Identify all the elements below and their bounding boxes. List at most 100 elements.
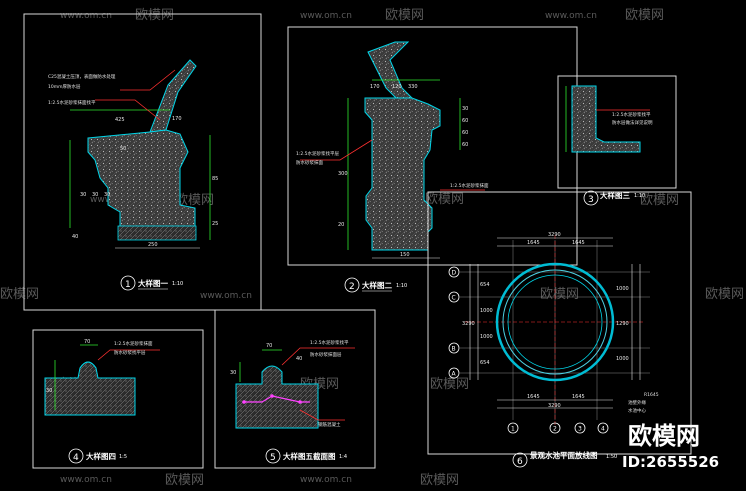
axis-bubble-3 [574,422,586,434]
detail-2-note: 防水砂浆抹面 [296,159,323,166]
detail-1-dim: 25 [212,221,218,227]
detail-1-number: 1 [125,280,131,290]
axis-bubble-4 [597,422,609,434]
wm-site: www.om.cn [200,291,252,301]
detail-2-frame [287,26,578,266]
wm-brand: 欧模网 [165,473,204,488]
axis-label-1: 1 [511,426,515,433]
detail-1-dim: 30 [80,192,86,198]
detail-6-top-total: 3290 [548,232,561,238]
detail-1-dim: 40 [72,234,78,240]
detail-5-dim: 30 [230,370,236,376]
detail-2-title: 大样图二 [362,280,392,290]
detail-5-dim: 40 [296,356,302,362]
detail-1-leader [120,69,176,91]
detail-5-note: 1:2.5水泥砂浆找平 [310,339,349,346]
detail-3-note: 1:2.5水泥砂浆找平 [612,111,651,118]
wm-site: www.om.cn [300,11,352,21]
axis-bubble-b [448,342,460,354]
wm-brand: 欧模网 [135,8,174,23]
detail-6-number-ring [512,452,528,468]
wm-brand: 欧模网 [420,473,459,488]
detail-6-bottom-dim: 1645 [572,394,585,400]
detail-5: 70 30 40 1:2.5水泥砂浆找平 防水砂浆抹面层 钢筋混凝土 5 大样图… [214,309,376,469]
detail-6-title: 景观水池平面放线图 [530,450,598,460]
detail-6-left-total: 3290 [462,321,475,327]
detail-3-number: 3 [588,195,594,205]
detail-6-left-dim: 654 [480,360,490,366]
detail-2-number: 2 [349,282,355,292]
detail-4-number-ring [68,448,84,464]
detail-5-leader [299,409,345,421]
detail-4: 70 30 1:2.5水泥砂浆抹面 防水砂浆找平层 4 大样图四 1:5 [32,329,204,469]
detail-6-left-dim: 654 [480,282,490,288]
wm-site: www.om.cn [300,475,352,485]
wm-site: www.om.cn [545,11,597,21]
detail-1-dim: 30 [92,192,98,198]
detail-2-dim: 30 [462,106,468,112]
detail-2-dim: 60 [462,118,468,124]
axis-bubble-2 [549,422,561,434]
detail-2-note: 1:2.5水泥砂浆找平层 [296,150,340,157]
axis-bubble-d [448,266,460,278]
detail-6-right-dim: 1000 [616,286,629,292]
detail-5-frame [214,309,376,469]
detail-1-dim: 170 [172,116,182,122]
detail-1-footing [117,225,197,241]
detail-1-dim: 250 [148,242,158,248]
detail-2-scale: 1:10 [396,283,407,289]
detail-6: 1645 1645 3290 1645 1645 3290 654 1000 1… [427,191,692,468]
detail-5-number-ring [265,448,281,464]
detail-6-top-dim: 1645 [572,240,585,246]
wm-brand: 欧模网 [0,287,39,302]
detail-3-scale: 1:10 [634,193,645,199]
wm-brand: 欧模网 [640,193,679,208]
detail-6-right-dim: 1000 [616,356,629,362]
detail-6-number: 6 [517,457,523,467]
detail-6-top-dim: 1645 [527,240,540,246]
detail-6-bottom-total: 3290 [548,403,561,409]
detail-1-note: 1:2.5水泥砂浆抹面找平 [48,99,96,106]
wm-brand: 欧模网 [385,8,424,23]
detail-2-dim: 170 [370,84,380,90]
detail-2-note: 1:2.5水泥砂浆抹面 [450,182,489,189]
detail-1-wall-section [87,129,196,239]
detail-2: 1:2.5水泥砂浆找平层 防水砂浆抹面 1:2.5水泥砂浆抹面 170 120 … [287,26,578,293]
detail-1-dim: 425 [115,117,125,123]
axis-label-c: C [452,295,456,302]
detail-3-frame [557,75,677,189]
pool-outer-wall [495,262,615,382]
detail-3-note: 防水层做法详见说明 [612,119,653,126]
axis-label-d: D [452,270,457,277]
detail-1-dim: 30 [104,192,110,198]
detail-1-dim: 50 [120,146,126,152]
detail-5-rebar-dot [270,394,274,398]
detail-1-number-ring [120,275,136,291]
detail-1-leader [95,99,161,121]
detail-4-leader [97,349,160,361]
axis-bubble-c [448,291,460,303]
detail-1-title: 大样图一 [138,278,168,288]
detail-5-rebar-dot [242,400,246,404]
detail-2-coping [367,41,414,101]
detail-3-title: 大样图三 [600,190,630,200]
wm-site: www.om.cn [60,475,112,485]
detail-6-note: 水池中心 [628,407,646,414]
detail-6-scale: 1:50 [606,454,617,460]
detail-4-section [44,361,136,416]
wm-site: www.om.cn [60,11,112,21]
detail-5-scale: 1:4 [339,454,347,460]
detail-2-dim: 300 [338,171,348,177]
wm-brand: 欧模网 [705,287,744,302]
detail-6-note: 池壁外缘 [628,399,646,406]
axis-bubble-1 [507,422,519,434]
detail-1-scale: 1:10 [172,281,183,287]
brand-id: ID:2655526 [622,453,719,471]
axis-bubble-a [448,367,460,379]
detail-4-frame [32,329,204,469]
detail-5-dim: 70 [266,343,272,349]
detail-2-wall-section [364,97,441,251]
detail-5-note: 防水砂浆抹面层 [310,351,342,358]
detail-3-wall-section [571,85,641,153]
wm-brand: 欧模网 [175,193,214,208]
